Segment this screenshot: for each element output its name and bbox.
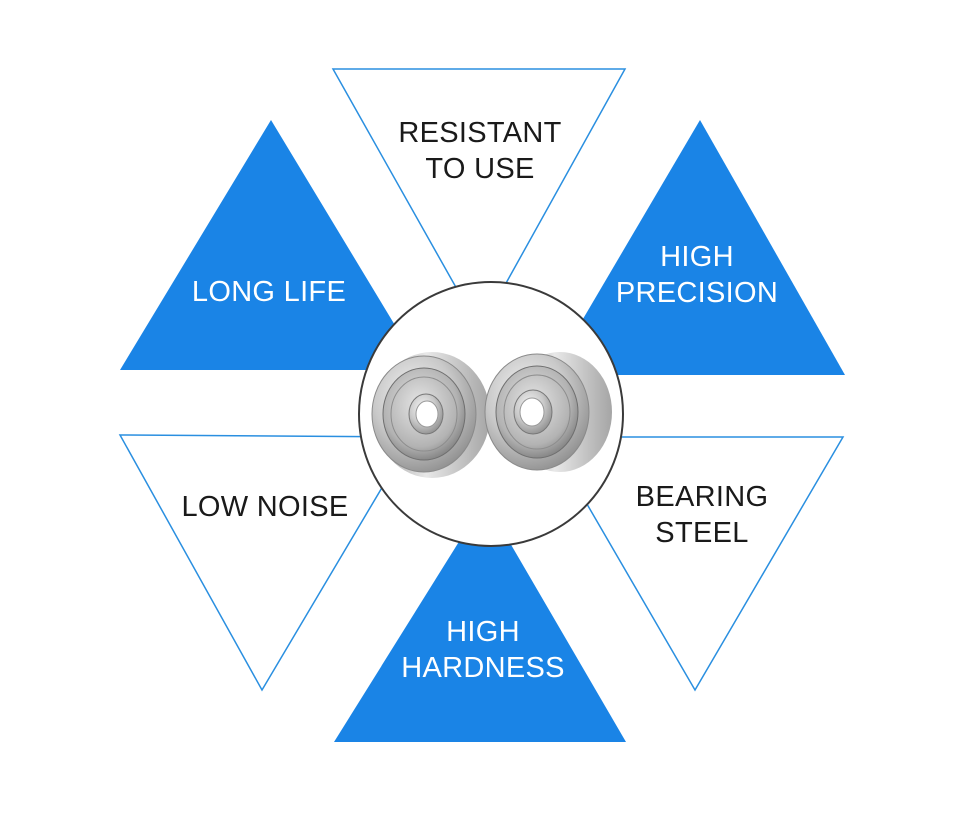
triangle-resistant (331, 68, 627, 332)
label-low-noise: LOW NOISE (181, 491, 349, 523)
triangle-long-life (120, 120, 422, 370)
triangle-high-hardness (334, 500, 626, 742)
triangle-low-noise (118, 434, 414, 692)
label-long-life: LONG LIFE (191, 276, 347, 308)
triangle-bearing-steel (546, 436, 845, 692)
label-high-precision: HIGH PRECISION (615, 241, 779, 309)
label-high-hardness: HIGH HARDNESS (401, 616, 565, 684)
triangle-high-precision (550, 120, 845, 375)
label-bearing-steel: BEARING STEEL (635, 481, 769, 549)
label-resistant-to-use: RESISTANT TO USE (398, 117, 562, 185)
bearing-left-image (371, 352, 490, 478)
bearing-right-image (484, 352, 612, 472)
